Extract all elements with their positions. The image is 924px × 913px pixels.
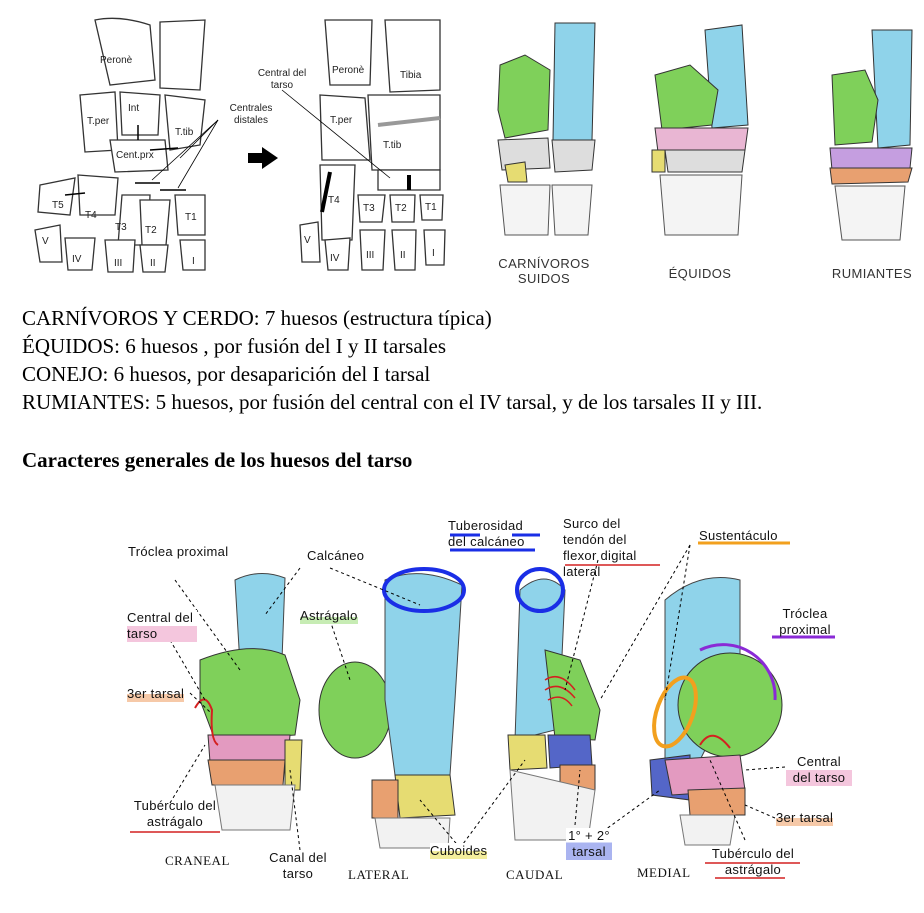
- text-line-conejo: CONEJO: 6 huesos, por desaparición del I…: [22, 362, 431, 386]
- label-perone-right: Peronè: [332, 65, 365, 76]
- label-t1-left: T1: [185, 212, 197, 223]
- label-ttib-right: T.tib: [383, 140, 402, 151]
- view-lateral-bones: [318, 567, 466, 849]
- label-metatarsal-v-right: V: [304, 235, 311, 246]
- label-tuberosidad-calcaneo: Tuberosidad del calcáneo: [448, 518, 525, 549]
- view-label-craneal: CRANEAL: [165, 853, 230, 868]
- caption-carnivoros-suidos: CARNÍVOROS SUIDOS: [488, 256, 600, 286]
- top-schematic-drawings: [34, 17, 913, 273]
- label-surco-tendon: Surco del tendón del flexor digital late…: [563, 516, 637, 579]
- label-cent-prx: Cent.prx: [116, 150, 154, 161]
- label-t3-left: T3: [115, 222, 127, 233]
- label-tarsal-1-2: 1° + 2° tarsal: [566, 828, 612, 860]
- label-metatarsal-iv-right: IV: [330, 253, 340, 264]
- label-t3-right: T3: [363, 203, 375, 214]
- label-metatarsal-i-left: I: [192, 256, 195, 267]
- section-heading: Caracteres generales de los huesos del t…: [22, 448, 413, 472]
- label-metatarsal-iii-right: III: [366, 250, 375, 261]
- label-t4-left: T4: [85, 210, 97, 221]
- label-troclea-proximal-left: Tróclea proximal: [128, 544, 229, 559]
- view-label-medial: MEDIAL: [637, 865, 691, 880]
- arrow-right-icon: [248, 147, 278, 169]
- label-metatarsal-iv-left: IV: [72, 254, 82, 265]
- caption-carnivoros: CARNÍVOROS: [498, 256, 590, 271]
- view-label-caudal: CAUDAL: [506, 867, 564, 882]
- text-line-equidos: ÉQUIDOS: 6 huesos , por fusión del I y I…: [22, 334, 447, 358]
- text-line-carnivoros: CARNÍVOROS Y CERDO: 7 huesos (estructura…: [22, 306, 492, 330]
- label-t2-right: T2: [395, 203, 407, 214]
- label-sustentaculo: Sustentáculo: [699, 528, 778, 543]
- caption-equidos: ÉQUIDOS: [668, 266, 732, 281]
- label-metatarsal-i-right: I: [432, 248, 435, 259]
- view-caudal-bones: [507, 567, 601, 841]
- label-metatarsal-ii-left: II: [150, 258, 156, 269]
- label-calcaneo: Calcáneo: [307, 548, 365, 563]
- label-cuboides: Cuboides: [430, 843, 488, 859]
- label-t5: T5: [52, 200, 64, 211]
- caption-rumiantes: RUMIANTES: [831, 266, 913, 281]
- label-tper-left: T.per: [87, 116, 110, 127]
- label-tercer-tarsal-left: 3er tarsal: [127, 686, 185, 702]
- label-tercer-tarsal-right: 3er tarsal: [776, 810, 834, 826]
- label-metatarsal-ii-right: II: [400, 250, 406, 261]
- label-tibia: Tibia: [400, 70, 422, 81]
- label-astragalo: Astrágalo: [300, 608, 358, 624]
- label-perone-left: Peronè: [100, 55, 133, 66]
- label-central-del-tarso-top: Central del tarso: [257, 68, 307, 91]
- label-metatarsal-iii-left: III: [114, 258, 123, 269]
- label-t4-right: T4: [328, 195, 340, 206]
- caption-suidos: SUIDOS: [517, 271, 571, 286]
- label-metatarsal-v-left: V: [42, 236, 49, 247]
- label-tper-right: T.per: [330, 115, 353, 126]
- label-troclea-proximal-right: Tróclea proximal: [779, 606, 831, 637]
- label-t1-right: T1: [425, 202, 437, 213]
- label-canal-tarso: Canal del tarso: [269, 850, 327, 881]
- label-central-tarso-left: Central del tarso: [127, 610, 197, 642]
- label-tuberculo-astragalo-right: Tubérculo del astrágalo: [711, 846, 795, 877]
- view-craneal-bones: [194, 573, 303, 831]
- label-ttib-left: T.tib: [175, 127, 194, 138]
- label-centrales-distales: Centrales distales: [229, 103, 273, 126]
- view-label-lateral: LATERAL: [348, 867, 410, 882]
- text-line-rumiantes: RUMIANTES: 5 huesos, por fusión del cent…: [22, 390, 763, 414]
- label-t2-left: T2: [145, 225, 157, 236]
- label-tuberculo-astragalo-left: Tubérculo del astrágalo: [133, 798, 217, 829]
- label-int: Int: [128, 103, 140, 114]
- view-medial-bones: [649, 577, 783, 846]
- label-central-tarso-right: Central del tarso: [786, 754, 852, 786]
